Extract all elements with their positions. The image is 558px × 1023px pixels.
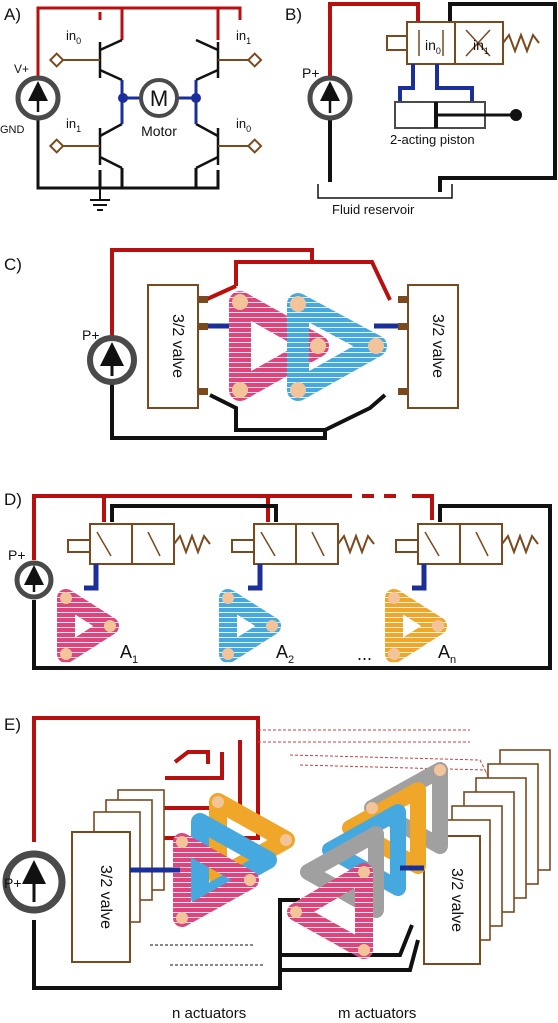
b-in0-sub: 0 <box>436 46 441 56</box>
valve-right-c-label: 3/2 valve <box>429 314 446 378</box>
valve-right-e <box>423 835 481 965</box>
actuator-stack-right <box>287 762 448 959</box>
in1-bot-label: in <box>66 116 76 131</box>
d-ellipsis: ... <box>357 644 372 664</box>
c-p-plus: P+ <box>82 327 100 343</box>
v-plus-label: V+ <box>14 62 29 76</box>
in0-top-label: in <box>66 28 76 43</box>
motor-circle <box>139 78 179 118</box>
d-p-plus: P+ <box>8 547 26 563</box>
in1-top-label: in <box>236 28 246 43</box>
svg-text:in1: in1 <box>236 28 251 46</box>
svg-text:An: An <box>438 642 456 666</box>
m-actuators-label: m actuators <box>338 1005 416 1022</box>
a1-label: A <box>120 642 132 662</box>
actuator-blue-c <box>287 293 387 401</box>
panel-a: A) <box>0 5 263 211</box>
valve-left-c <box>147 284 199 409</box>
in1-top-sub: 1 <box>246 36 251 46</box>
panel-e-label: E) <box>4 715 21 734</box>
piston-label: 2-acting piston <box>390 132 475 147</box>
actuator-stack-left <box>173 793 295 927</box>
svg-text:in0: in0 <box>425 37 441 56</box>
motor-label: Motor <box>141 123 177 139</box>
svg-text:in1: in1 <box>473 37 489 56</box>
b-in1-sub: 1 <box>484 46 489 56</box>
actuator-a1 <box>57 589 119 663</box>
actuator-pink-c <box>229 291 329 401</box>
svg-text:A1: A1 <box>120 642 138 666</box>
valve-left-e <box>71 831 131 963</box>
valve-right-c <box>407 284 459 409</box>
in0-bot-label: in <box>236 116 246 131</box>
panel-c-label: C) <box>4 255 22 274</box>
an-label: A <box>438 642 450 662</box>
panel-d-label: D) <box>4 490 22 509</box>
svg-text:A2: A2 <box>276 642 294 666</box>
in0-bot-sub: 0 <box>246 124 251 134</box>
panel-e: E) 3/2 valve <box>2 715 551 1022</box>
a2-sub: 2 <box>288 654 294 666</box>
gnd-label: GND <box>0 124 25 136</box>
in1-bot-sub: 1 <box>76 124 81 134</box>
b-p-plus: P+ <box>302 65 320 81</box>
b-in1-label: in <box>473 37 484 53</box>
panel-a-label: A) <box>4 5 21 24</box>
actuator-a2 <box>219 589 281 663</box>
a1-sub: 1 <box>132 654 138 666</box>
an-sub: n <box>450 654 456 666</box>
in0-top-sub: 0 <box>76 36 81 46</box>
panel-b: B) in0 in1 2-acting piston P+ Fluid rese… <box>285 2 557 217</box>
panel-b-label: B) <box>285 5 302 24</box>
panel-c: C) 3/2 valve 3/2 valve P+ <box>4 248 459 440</box>
actuator-an <box>385 589 447 663</box>
a2-label: A <box>276 642 288 662</box>
e-p-plus: P+ <box>4 875 22 891</box>
motor-symbol: M <box>150 86 168 111</box>
svg-text:in1: in1 <box>66 116 81 134</box>
svg-text:in0: in0 <box>66 28 81 46</box>
valve-right-e-label: 3/2 valve <box>448 868 465 932</box>
valve-left-e-label: 3/2 valve <box>97 865 114 929</box>
panel-d: D) A1 A2 <box>4 490 552 670</box>
b-in0-label: in <box>425 37 436 53</box>
svg-text:in0: in0 <box>236 116 251 134</box>
valve-left-c-label: 3/2 valve <box>169 314 186 378</box>
n-actuators-label: n actuators <box>172 1005 246 1022</box>
reservoir-label: Fluid reservoir <box>332 202 415 217</box>
